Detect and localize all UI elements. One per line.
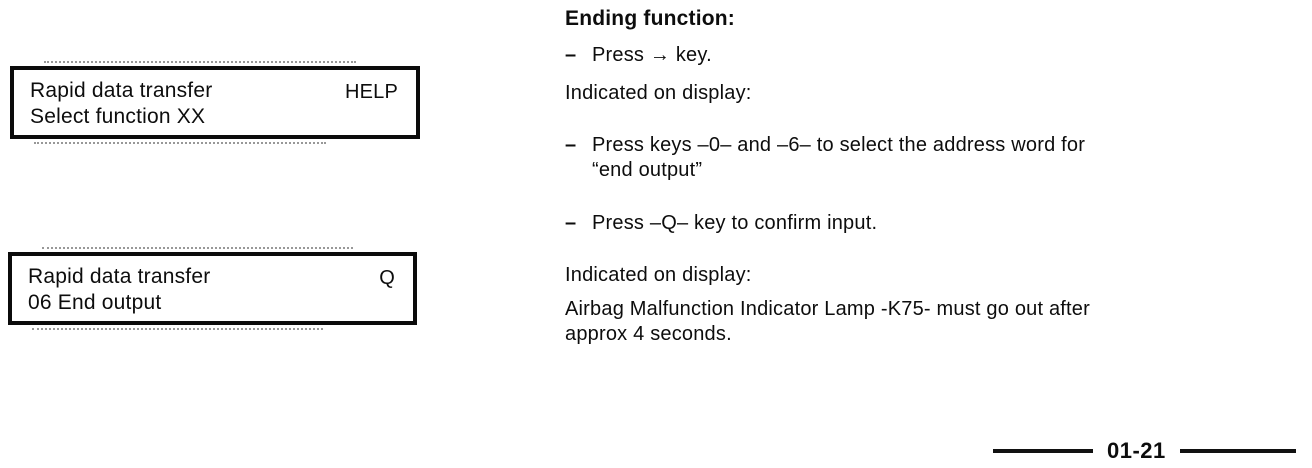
display-line-title: Rapid data transfer	[28, 265, 211, 288]
display-line-function: 06 End output	[28, 291, 162, 314]
step-press-arrow-key: – Press → key.	[565, 43, 712, 68]
step-text: Press keys –0– and –6– to select the add…	[592, 133, 1085, 183]
display-line-title: Rapid data transfer	[30, 79, 213, 102]
footer-rule-left	[993, 449, 1093, 453]
indicated-on-display-label-2: Indicated on display:	[565, 264, 752, 286]
display-box-select-function: Rapid data transfer Select function XX H…	[10, 61, 420, 144]
step-text-line1: Press keys –0– and –6– to select the add…	[592, 134, 1086, 156]
note-line2: approx 4 seconds.	[565, 323, 732, 345]
dash-bullet: –	[565, 212, 577, 234]
display-box-text: Rapid data transfer Select function XX	[30, 78, 212, 130]
dash-bullet: –	[565, 134, 577, 156]
ending-function-heading: Ending function:	[565, 7, 735, 30]
step-press-q-key: – Press –Q– key to confirm input.	[565, 211, 877, 236]
step-text: Press → key.	[592, 44, 712, 66]
footer-rule-right	[1179, 449, 1296, 453]
display-line-function: Select function XX	[30, 105, 206, 128]
display-box-text: Rapid data transfer 06 End output	[28, 264, 210, 316]
display-box-end-output: Rapid data transfer 06 End output Q	[8, 247, 417, 330]
page-number: 01-21	[1107, 438, 1166, 463]
note-line1: Airbag Malfunction Indicator Lamp -K75- …	[565, 298, 1090, 320]
step-text: Press –Q– key to confirm input.	[592, 212, 878, 234]
step-press-keys-0-6: – Press keys –0– and –6– to select the a…	[565, 133, 1085, 183]
indicated-on-display-label-1: Indicated on display:	[565, 82, 752, 104]
airbag-lamp-note: Airbag Malfunction Indicator Lamp -K75- …	[565, 297, 1090, 347]
step-text-line2: “end output”	[592, 159, 703, 181]
display-key-help: HELP	[344, 81, 398, 103]
display-key-q: Q	[379, 267, 395, 289]
dash-bullet: –	[565, 44, 577, 66]
page-footer: 01-21	[993, 438, 1296, 464]
